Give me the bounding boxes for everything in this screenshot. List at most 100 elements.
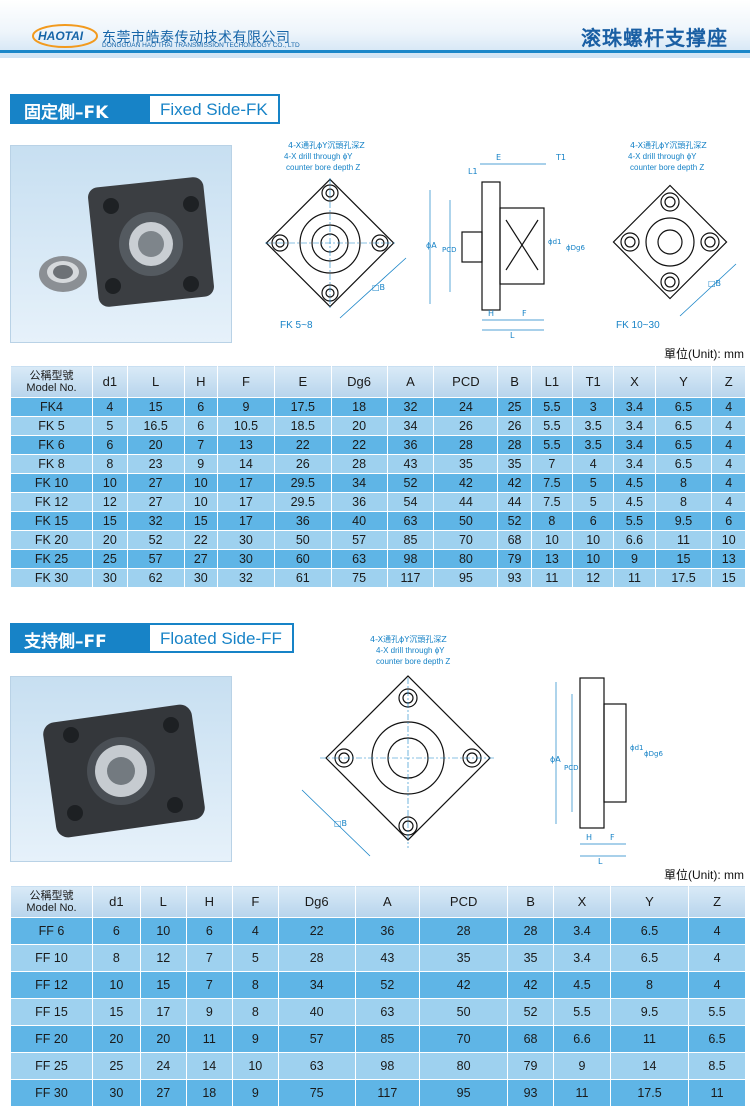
col-header: L (126, 365, 185, 398)
fk-value-cell: 11 (654, 530, 713, 550)
col-header: E (273, 365, 332, 398)
fk-model-cell: FK 12 (10, 492, 93, 512)
fk-value-cell: 10.5 (217, 416, 275, 436)
fk-value-cell: 52 (126, 530, 185, 550)
fk-value-cell: 30 (217, 549, 275, 569)
ff-dim-f: F (610, 833, 615, 842)
ff-value-cell: 6 (185, 917, 233, 945)
fk-value-cell: 63 (386, 511, 435, 531)
fk-value-cell: 14 (217, 454, 275, 474)
ff-value-cell: 12 (139, 944, 187, 972)
fk-value-cell: 3.4 (613, 435, 656, 455)
fk-dim-a: ϕA (426, 241, 437, 250)
fk-dim-h: H (488, 309, 494, 318)
ff-value-cell: 10 (231, 1052, 279, 1080)
fk-value-cell: 6.5 (654, 435, 713, 455)
fk-value-cell: 52 (386, 473, 435, 493)
col-header: Dg6 (277, 885, 356, 918)
fk-value-cell: 6.6 (613, 530, 656, 550)
fk-value-cell: 7 (183, 435, 219, 455)
ff-product-photo (10, 676, 232, 862)
ff-value-cell: 3.4 (553, 944, 611, 972)
fk-value-cell: 61 (273, 568, 332, 588)
fk-side-view (429, 163, 546, 331)
fk-value-cell: 35 (497, 454, 532, 474)
fk-value-cell: 28 (433, 435, 499, 455)
fk-value-cell: 26 (497, 416, 532, 436)
ff-dim-pcd: PCD (564, 764, 579, 772)
fk-value-cell: 24 (433, 397, 499, 417)
col-header: Z (688, 885, 746, 918)
ff-value-cell: 22 (277, 917, 356, 945)
ff-value-cell: 36 (354, 917, 421, 945)
fk-dim-e: E (496, 153, 501, 162)
ff-value-cell: 17 (139, 998, 187, 1026)
fk-value-cell: 50 (433, 511, 499, 531)
ff-value-cell: 63 (277, 1052, 356, 1080)
fk-value-cell: 17.5 (654, 568, 713, 588)
fk-spec-table: 公稱型號 Model No. d1 L H F E Dg6 A PCD B L1… (10, 365, 746, 588)
ff-value-cell: 8.5 (688, 1052, 746, 1080)
fk-table-header: 公稱型號 Model No. d1 L H F E Dg6 A PCD B L1… (10, 365, 746, 398)
fk-value-cell: 8 (654, 473, 713, 493)
fk-value-cell: 3.5 (572, 416, 615, 436)
fk-value-cell: 54 (386, 492, 435, 512)
fk-value-cell: 98 (386, 549, 435, 569)
fk-note-en2-left: counter bore depth Z (286, 163, 360, 172)
ff-value-cell: 14 (185, 1052, 233, 1080)
ff-value-cell: 8 (231, 971, 279, 999)
fk-value-cell: 5 (572, 473, 615, 493)
fk-value-cell: 15 (126, 397, 185, 417)
fk-value-cell: 27 (126, 473, 185, 493)
col-header: T1 (572, 365, 615, 398)
fk-value-cell: 6 (572, 511, 615, 531)
fk-value-cell: 5.5 (613, 511, 656, 531)
fk-value-cell: 34 (330, 473, 388, 493)
fk-dim-l1: L1 (468, 167, 478, 176)
fk-value-cell: 9 (183, 454, 219, 474)
fk-value-cell: 11 (613, 568, 656, 588)
fk-value-cell: 30 (217, 530, 275, 550)
model-header: 公稱型號 Model No. (10, 885, 93, 918)
fk-value-cell: 4 (711, 397, 746, 417)
haotai-logo: HAOTAI (32, 24, 98, 48)
fk-value-cell: 7.5 (530, 492, 574, 512)
ff-value-cell: 15 (92, 998, 141, 1026)
fk-model-cell: FK4 (10, 397, 93, 417)
ff-value-cell: 93 (507, 1079, 555, 1107)
ff-value-cell: 5 (231, 944, 279, 972)
fk-value-cell: 5 (92, 416, 128, 436)
page-header: HAOTAI 东莞市皓泰传动技术有限公司 DONGGUAN HAO THAI T… (0, 0, 750, 58)
ff-value-cell: 3.4 (553, 917, 611, 945)
fk-value-cell: 6.5 (654, 397, 713, 417)
fk-value-cell: 4 (711, 435, 746, 455)
fk-value-cell: 9.5 (654, 511, 713, 531)
fk-left-caption: FK 5~8 (280, 320, 313, 331)
ff-value-cell: 43 (354, 944, 421, 972)
ff-value-cell: 8 (609, 971, 690, 999)
fk-value-cell: 8 (92, 454, 128, 474)
ff-value-cell: 10 (139, 917, 187, 945)
fk-value-cell: 3.4 (613, 397, 656, 417)
col-header: Z (711, 365, 746, 398)
ff-value-cell: 15 (139, 971, 187, 999)
fk-value-cell: 6.5 (654, 454, 713, 474)
fk-note-en1-right: 4-X drill through ϕY (628, 152, 697, 161)
ff-technical-drawing: 4-X通孔ϕY沉頭孔深Z 4-X drill through ϕY counte… (301, 634, 663, 864)
fk-dim-dg6: ϕDg6 (566, 244, 585, 252)
ff-value-cell: 79 (507, 1052, 555, 1080)
fk-value-cell: 5.5 (530, 397, 574, 417)
fk-value-cell: 4 (572, 454, 615, 474)
ff-value-cell: 18 (185, 1079, 233, 1107)
ff-section-label: 支持側–FF Floated Side-FF (10, 623, 294, 653)
fk-value-cell: 18.5 (273, 416, 332, 436)
fk-value-cell: 8 (654, 492, 713, 512)
ff-value-cell: 9 (231, 1079, 279, 1107)
fk-value-cell: 10 (183, 492, 219, 512)
